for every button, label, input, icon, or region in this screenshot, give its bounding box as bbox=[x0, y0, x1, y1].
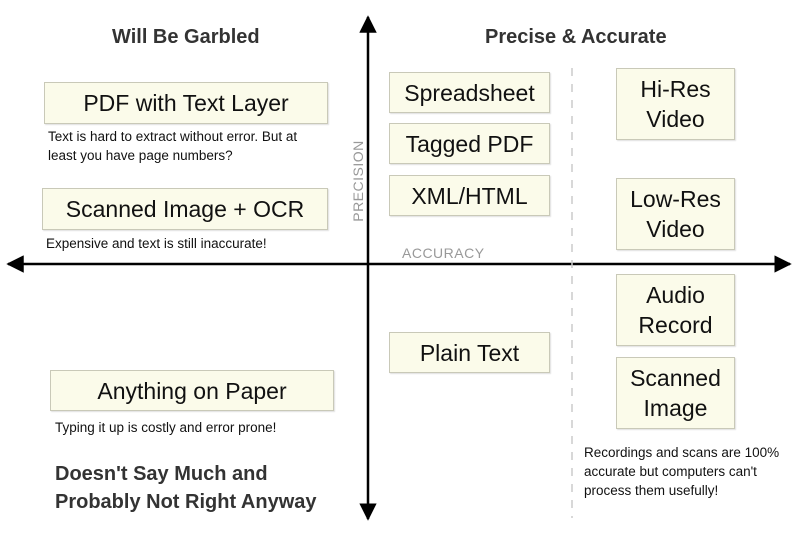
box-lowres-video: Low-Res Video bbox=[616, 178, 735, 250]
box-tagged-pdf: Tagged PDF bbox=[389, 123, 550, 164]
heading-will-be-garbled: Will Be Garbled bbox=[112, 26, 260, 48]
box-audio-record: Audio Record bbox=[616, 274, 735, 346]
note-ocr: Expensive and text is still inaccurate! bbox=[46, 236, 267, 251]
box-pdf-text-layer: PDF with Text Layer bbox=[44, 82, 328, 124]
accuracy-axis-label: ACCURACY bbox=[402, 245, 485, 261]
box-spreadsheet: Spreadsheet bbox=[389, 72, 550, 113]
box-xml-html: XML/HTML bbox=[389, 175, 550, 216]
box-hires-video: Hi-Res Video bbox=[616, 68, 735, 140]
box-plain-text: Plain Text bbox=[389, 332, 550, 373]
box-scanned-ocr: Scanned Image + OCR bbox=[42, 188, 328, 230]
note-pdf: Text is hard to extract without error. B… bbox=[48, 129, 298, 163]
bottom-left-caption: Doesn't Say Much and Probably Not Right … bbox=[55, 463, 317, 513]
box-anything-on-paper: Anything on Paper bbox=[50, 370, 334, 411]
note-paper: Typing it up is costly and error prone! bbox=[55, 420, 277, 435]
precision-axis-label: PRECISION bbox=[350, 140, 366, 222]
heading-precise-accurate: Precise & Accurate bbox=[485, 26, 667, 48]
box-scanned-image: Scanned Image bbox=[616, 357, 735, 429]
note-recordings: Recordings and scans are 100% accurate b… bbox=[584, 445, 780, 498]
